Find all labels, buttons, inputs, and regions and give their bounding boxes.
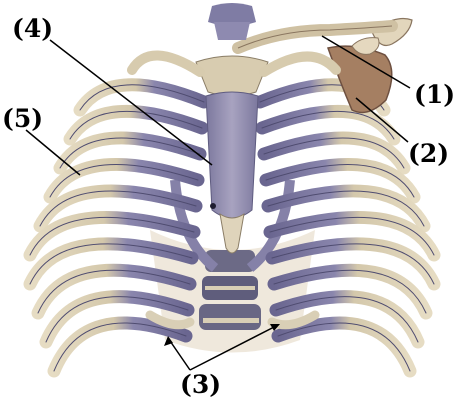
rib-right: [278, 323, 410, 371]
sternum: [196, 56, 268, 253]
manubrium: [196, 56, 268, 96]
first-rib-right: [264, 56, 336, 72]
label-2: (2): [408, 141, 449, 166]
sternal-body: [206, 92, 258, 218]
first-rib-left: [132, 55, 200, 72]
cervical-vertebrae: [208, 3, 256, 40]
label-4: (4): [12, 16, 53, 41]
label-5: (5): [2, 106, 43, 131]
rib-left: [54, 323, 186, 371]
label-1: (1): [414, 82, 455, 107]
xiphoid-process: [220, 214, 244, 253]
label-3: (3): [180, 372, 221, 397]
